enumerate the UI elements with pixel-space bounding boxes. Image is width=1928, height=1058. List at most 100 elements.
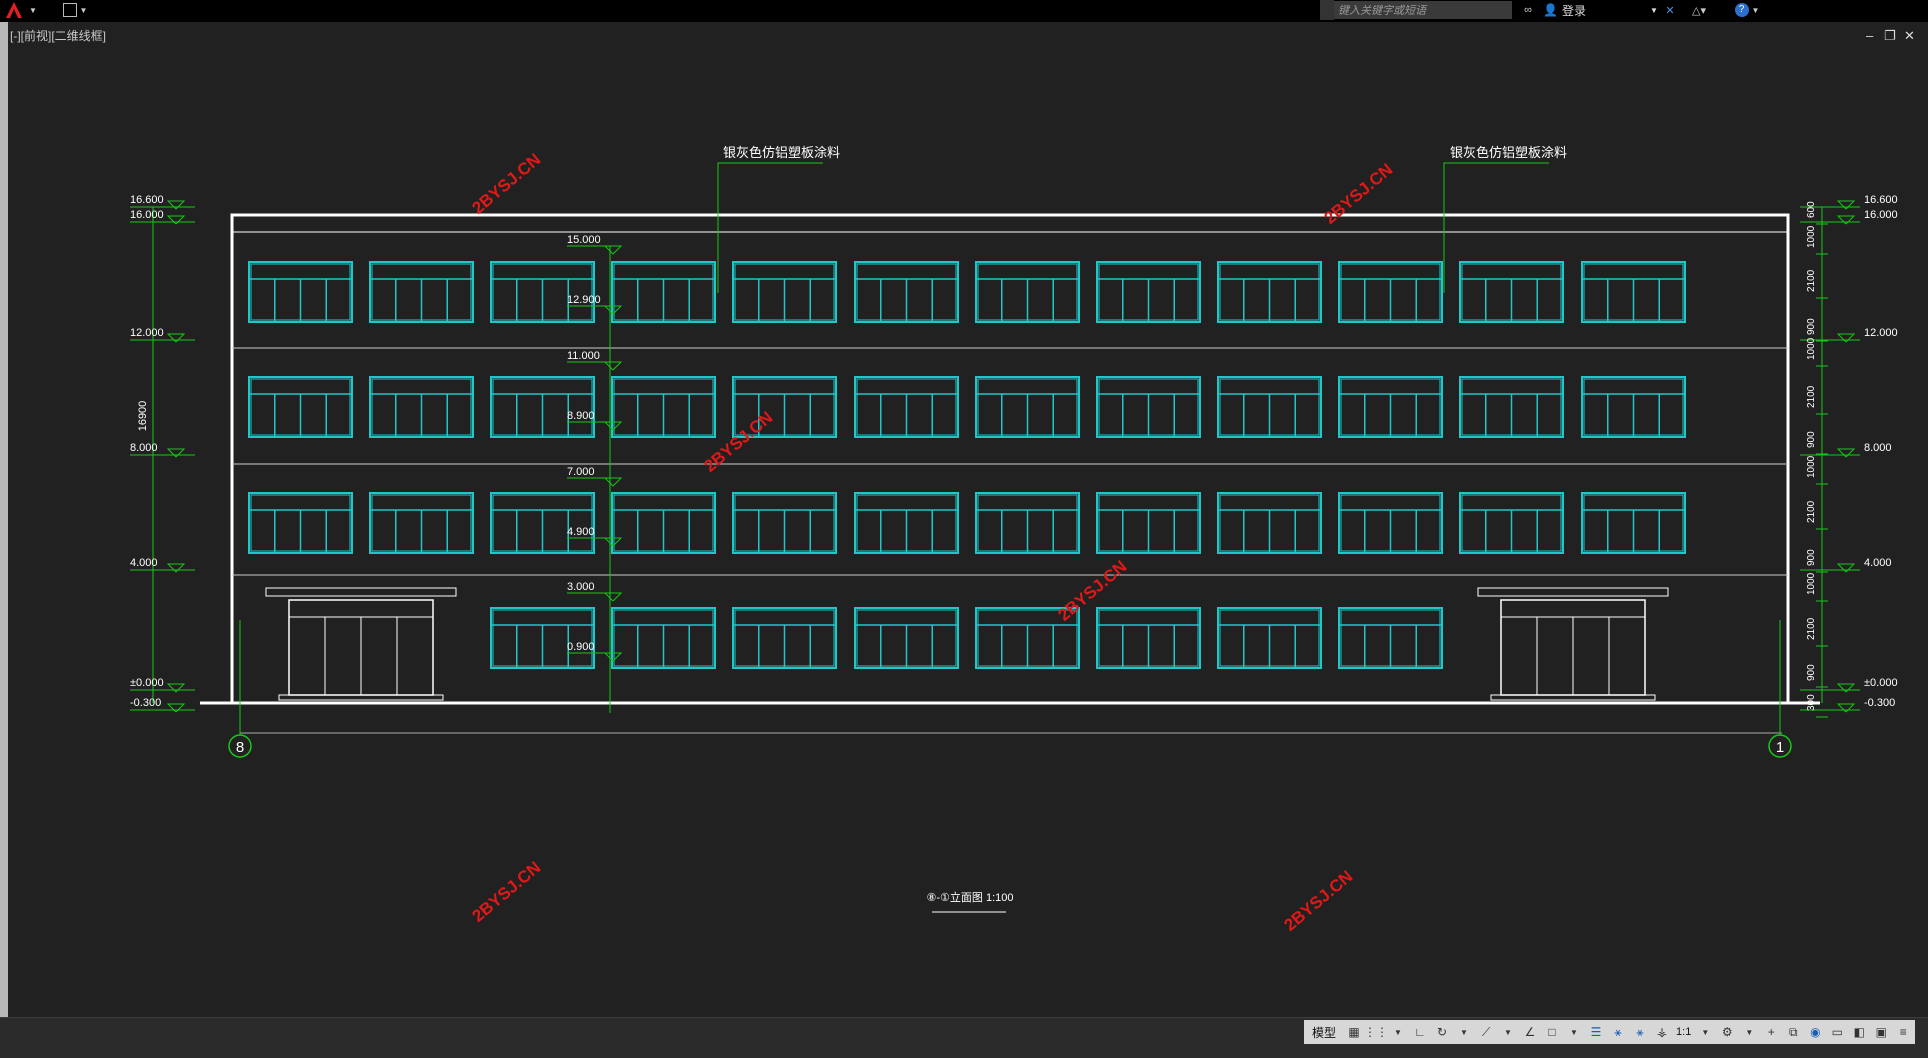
isolate-objects-icon[interactable]: ⧉ — [1789, 1024, 1798, 1039]
object-track-icon[interactable]: ∠ — [1524, 1025, 1536, 1039]
level-marker — [603, 305, 623, 315]
help-button[interactable]: ? ▼ — [1730, 0, 1764, 20]
right-level-label: 8.000 — [1864, 442, 1892, 454]
window — [1338, 261, 1443, 323]
window — [490, 376, 595, 438]
isodraft-icon[interactable]: ⟋ — [1481, 1024, 1491, 1039]
material-note-left: 银灰色仿铝塑板涂料 — [723, 145, 840, 160]
chevron-down-icon[interactable]: ▼ — [1504, 1027, 1512, 1037]
chevron-down-icon: ▼ — [29, 5, 37, 15]
plus-icon[interactable]: + — [1767, 1025, 1775, 1039]
right-dim-label: 300 — [1806, 694, 1817, 711]
model-tab[interactable]: 模型 — [1312, 1025, 1337, 1040]
window — [854, 492, 959, 554]
window — [1217, 261, 1322, 323]
close-icon[interactable]: ✕ — [1904, 28, 1915, 43]
app-menu-button[interactable]: ▼ — [4, 0, 38, 20]
drawing-title: ⑧-①立面图 1:100 — [927, 890, 1014, 904]
level-marker — [603, 477, 623, 487]
window — [1217, 492, 1322, 554]
status-toolbar: 模型 ▦ ⋮⋮ ▼ ∟ ↻ ▼ ⟋ ▼ ∠ □ ▼ ☰ ⚹ ⚹ ⚶ 1:1 ▼ … — [1304, 1020, 1916, 1044]
level-marker — [166, 703, 186, 713]
window — [1581, 376, 1686, 438]
level-marker — [603, 245, 623, 255]
window — [248, 492, 353, 554]
left-level-label: ±0.000 — [130, 677, 164, 689]
window — [732, 376, 837, 438]
polar-icon[interactable]: ↻ — [1436, 1025, 1448, 1039]
left-level-label: 16.000 — [130, 209, 164, 221]
snap-icon[interactable]: ⋮⋮ — [1364, 1025, 1389, 1039]
left-scroll-strip[interactable] — [0, 22, 8, 1058]
quick-properties-icon[interactable]: ▣ — [1875, 1025, 1887, 1039]
window-grid — [248, 261, 1686, 669]
door-step — [278, 694, 444, 701]
watermark-text: 2BYSJ.CN — [1055, 557, 1131, 625]
clean-screen-icon[interactable]: ▭ — [1831, 1025, 1843, 1039]
annotation-scale-auto-icon[interactable]: ⚹ — [1636, 1024, 1644, 1039]
level-marker — [166, 215, 186, 225]
door-canopy — [265, 587, 457, 597]
right-dim-label: 1000 — [1806, 225, 1817, 248]
right-dim-label: 900 — [1806, 549, 1817, 566]
gear-icon[interactable]: ⚙ — [1721, 1025, 1733, 1039]
minimize-icon[interactable]: – — [1866, 28, 1874, 43]
chevron-down-icon[interactable]: ▼ — [1460, 1027, 1468, 1037]
level-marker — [1836, 200, 1856, 210]
window — [732, 607, 837, 669]
chevron-down-icon[interactable]: ▼ — [1745, 1027, 1754, 1037]
annotation-visibility-icon[interactable]: ⚹ — [1614, 1024, 1622, 1039]
right-level-label: 16.000 — [1864, 209, 1898, 221]
search-expand-arrow[interactable] — [1320, 0, 1334, 20]
level-marker — [166, 448, 186, 458]
hardware-acceleration-icon[interactable]: ◉ — [1810, 1025, 1821, 1039]
annotation-scale-icon[interactable]: ⚶ — [1656, 1025, 1668, 1039]
exchange-icon[interactable]: ✕ — [1665, 4, 1675, 17]
window — [369, 261, 474, 323]
window — [1217, 376, 1322, 438]
level-marker — [166, 683, 186, 693]
autodesk-360-icon[interactable]: △▾ — [1692, 4, 1706, 17]
watermark-text: 2BYSJ.CN — [469, 858, 545, 926]
right-level-label: 16.600 — [1864, 194, 1898, 206]
building-facade — [230, 213, 1790, 705]
ortho-icon[interactable]: ∟ — [1414, 1025, 1426, 1039]
note-leader-left — [717, 162, 823, 293]
scale-selector[interactable]: 1:1 — [1676, 1026, 1692, 1038]
window — [1096, 607, 1201, 669]
right-dim-label: 2100 — [1806, 617, 1817, 640]
search-input[interactable]: 键入关键字或短语 — [1334, 1, 1512, 19]
window — [1581, 261, 1686, 323]
window — [490, 492, 595, 554]
menu-icon[interactable]: ≡ — [1899, 1025, 1907, 1039]
units-icon[interactable]: ◧ — [1853, 1025, 1865, 1039]
entrance-doors — [265, 587, 1669, 701]
binoculars-icon[interactable]: ∞ — [1524, 4, 1532, 16]
right-level-label: 12.000 — [1864, 327, 1898, 339]
window — [854, 607, 959, 669]
grid-icon[interactable]: ▦ — [1348, 1025, 1360, 1039]
chevron-down-icon[interactable]: ▼ — [1570, 1027, 1578, 1037]
left-level-label: 16.600 — [130, 194, 164, 206]
inner-level-label: 7.000 — [567, 466, 595, 478]
watermark-text: 2BYSJ.CN — [469, 150, 545, 218]
level-marker — [166, 333, 186, 343]
lineweight-icon[interactable]: ☰ — [1590, 1025, 1602, 1039]
viewport-label[interactable]: [-][前视][二维线框] — [10, 29, 107, 43]
window — [854, 261, 959, 323]
chevron-down-icon[interactable]: ▼ — [1394, 1027, 1402, 1037]
chevron-down-icon[interactable]: ▼ — [1701, 1027, 1710, 1037]
help-icon: ? — [1734, 3, 1749, 17]
osnap-icon[interactable]: □ — [1548, 1025, 1556, 1039]
chevron-down-icon: ▼ — [1649, 5, 1658, 15]
right-dim-label: 600 — [1806, 201, 1817, 218]
watermark-text: 2BYSJ.CN — [1281, 867, 1357, 935]
window — [1459, 376, 1564, 438]
restore-icon[interactable]: ❐ — [1884, 28, 1896, 43]
login-button[interactable]: 👤 登录 ▼ — [1543, 0, 1658, 20]
window — [1459, 492, 1564, 554]
window — [1096, 261, 1201, 323]
level-marker — [603, 421, 623, 431]
quick-access-save-button[interactable]: ▼ — [58, 0, 92, 20]
